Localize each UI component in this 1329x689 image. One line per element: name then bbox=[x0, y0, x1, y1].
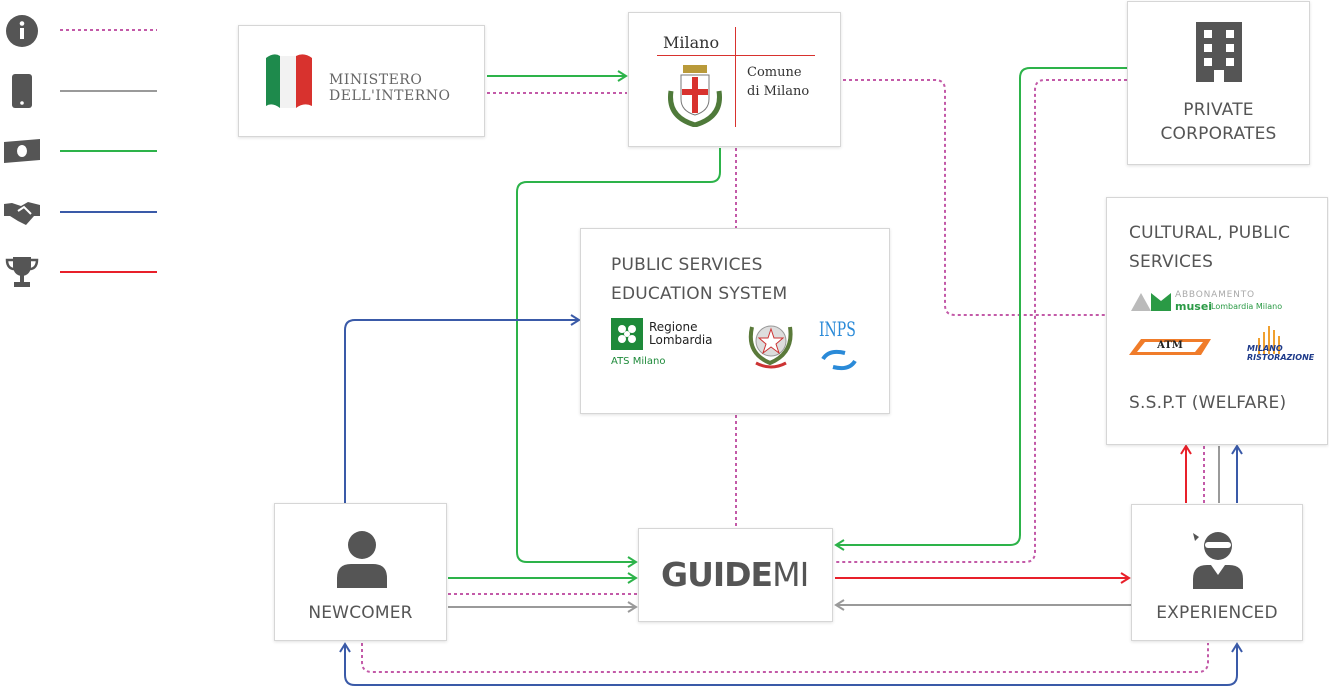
private-label2: CORPORATES bbox=[1160, 124, 1277, 144]
musei-text3: Lombardia Milano bbox=[1211, 302, 1283, 311]
public-label1: PUBLIC SERVICES bbox=[611, 255, 763, 275]
ristorazione-text1: MILANO bbox=[1247, 344, 1283, 353]
guidemi-logo: GUIDEMI bbox=[661, 555, 809, 594]
building-icon bbox=[1196, 22, 1242, 82]
italian-republic-emblem bbox=[748, 325, 793, 369]
milano-cultural-info bbox=[843, 79, 1106, 316]
ministero-line2: DELL'INTERNO bbox=[329, 88, 451, 104]
guidemi-bold: GUIDE bbox=[661, 555, 773, 594]
inps-text: INPS bbox=[819, 317, 856, 341]
node-guidemi[interactable]: GUIDEMI bbox=[638, 528, 833, 622]
node-experienced[interactable]: EXPERIENCED bbox=[1131, 504, 1303, 641]
node-public-services[interactable]: PUBLIC SERVICES EDUCATION SYSTEM Regione… bbox=[580, 228, 890, 414]
node-ministero-interno[interactable]: MINISTERO DELL'INTERNO bbox=[238, 25, 485, 137]
cultural-label1: CULTURAL, PUBLIC bbox=[1129, 223, 1291, 243]
newcomer-experienced-collaboration bbox=[339, 642, 1243, 686]
handshake-icon bbox=[4, 202, 40, 225]
milano-sub1: Comune bbox=[747, 65, 802, 80]
musei-text2: musei bbox=[1175, 300, 1213, 313]
private-label1: PRIVATE bbox=[1183, 100, 1254, 120]
newcomer-label: NEWCOMER bbox=[308, 603, 413, 623]
abbonamento-musei-logo: ABBONAMENTO musei Lombardia Milano bbox=[1131, 290, 1291, 313]
milano-title: Milano bbox=[663, 33, 720, 52]
experienced-label: EXPERIENCED bbox=[1156, 603, 1278, 623]
ats-milano-text: ATS Milano bbox=[611, 356, 666, 367]
musei-text1: ABBONAMENTO bbox=[1175, 290, 1255, 300]
info-icon bbox=[6, 15, 38, 47]
person-icon bbox=[337, 531, 387, 588]
regione-text2: Lombardia bbox=[649, 333, 713, 347]
public-label2: EDUCATION SYSTEM bbox=[611, 284, 788, 304]
newcomer-public-collaboration bbox=[344, 314, 581, 503]
atm-logo: ATM bbox=[1129, 337, 1211, 357]
private-guidemi-info bbox=[835, 79, 1127, 563]
guidemi-light: MI bbox=[772, 555, 809, 594]
regione-text1: Regione bbox=[649, 320, 698, 334]
atm-text: ATM bbox=[1157, 340, 1183, 351]
milano-ristorazione-logo: MILANO RISTORAZIONE bbox=[1237, 324, 1314, 366]
smartphone-icon bbox=[12, 74, 32, 108]
node-newcomer[interactable]: NEWCOMER bbox=[274, 503, 447, 641]
private-guidemi-money bbox=[834, 67, 1127, 551]
milano-coat-of-arms bbox=[668, 65, 722, 127]
cultural-label2: SERVICES bbox=[1129, 252, 1214, 272]
trophy-icon bbox=[5, 257, 39, 287]
inps-logo: INPS bbox=[817, 317, 861, 373]
welfare-label: S.S.P.T (WELFARE) bbox=[1129, 393, 1287, 413]
node-comune-di-milano[interactable]: Milano Comune di Milano bbox=[628, 12, 841, 147]
milano-sub2: di Milano bbox=[747, 84, 810, 99]
ristorazione-text2: RISTORAZIONE bbox=[1247, 353, 1315, 362]
node-cultural-public-services[interactable]: CULTURAL, PUBLIC SERVICES ABBONAMENTO mu… bbox=[1106, 197, 1328, 445]
money-icon bbox=[4, 139, 40, 163]
regione-lombardia-logo: Regione Lombardia ATS Milano bbox=[611, 318, 731, 370]
italian-flag-logo bbox=[266, 54, 312, 108]
node-private-corporates[interactable]: PRIVATE CORPORATES bbox=[1127, 1, 1310, 165]
ministero-line1: MINISTERO bbox=[329, 72, 423, 88]
ninja-person-icon bbox=[1193, 532, 1243, 589]
newcomer-experienced-info bbox=[361, 643, 1209, 673]
milano-guidemi-money bbox=[516, 148, 721, 568]
